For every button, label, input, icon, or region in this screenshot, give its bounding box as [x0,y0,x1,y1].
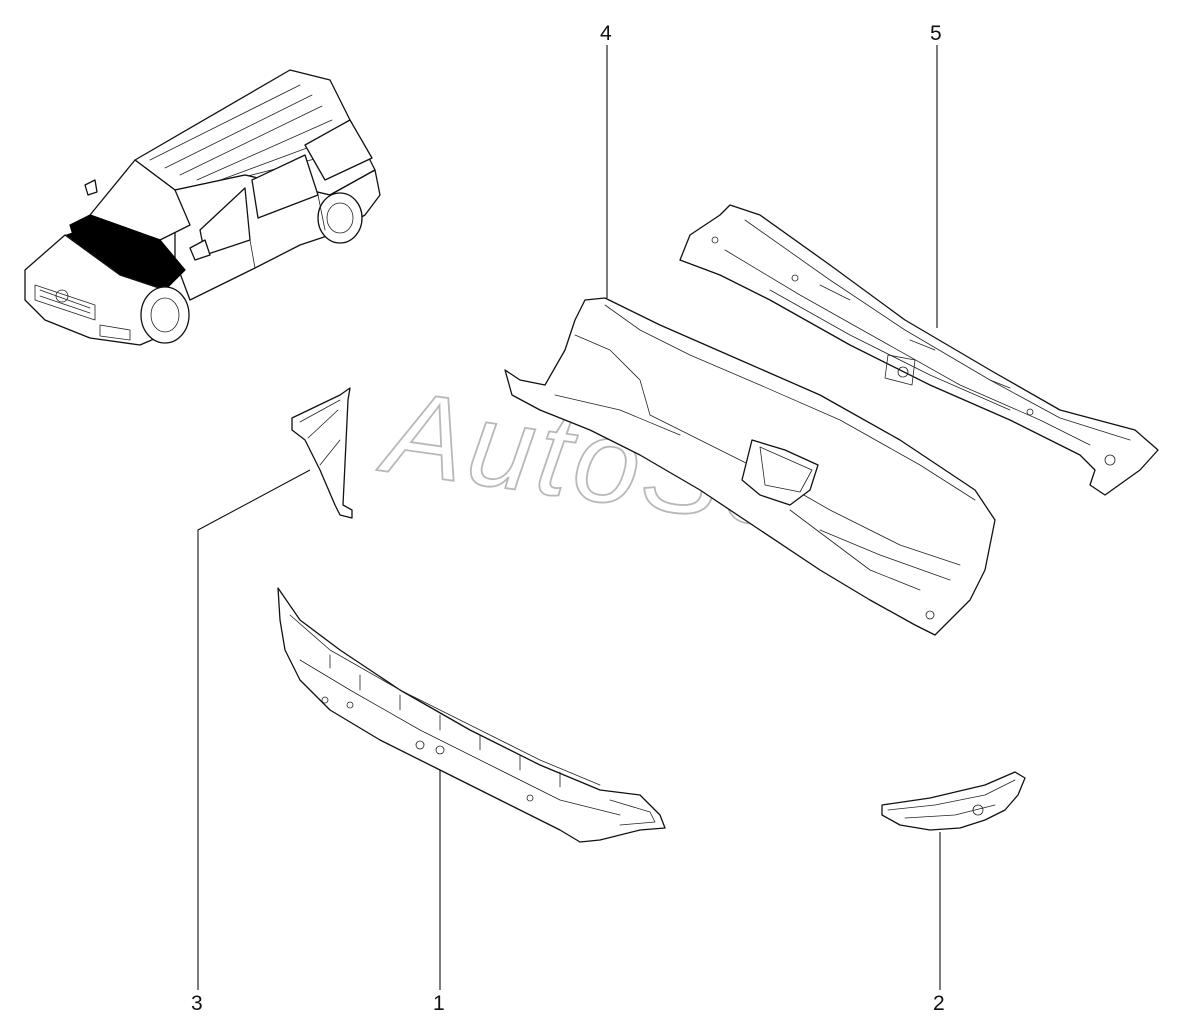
callout-3: 3 [191,992,203,1015]
leader-3 [197,469,311,990]
part-3 [291,387,353,519]
callout-4: 4 [600,22,612,45]
vehicle-overview [24,69,381,346]
part-2 [881,771,1026,831]
callout-1: 1 [433,992,445,1015]
part-5 [679,204,1159,496]
callout-2: 2 [933,992,945,1015]
leader-lines [197,45,941,990]
callout-5: 5 [930,22,942,45]
callouts: 1 2 3 4 5 [191,22,945,1015]
part-4 [504,297,996,636]
part-1 [277,587,666,843]
